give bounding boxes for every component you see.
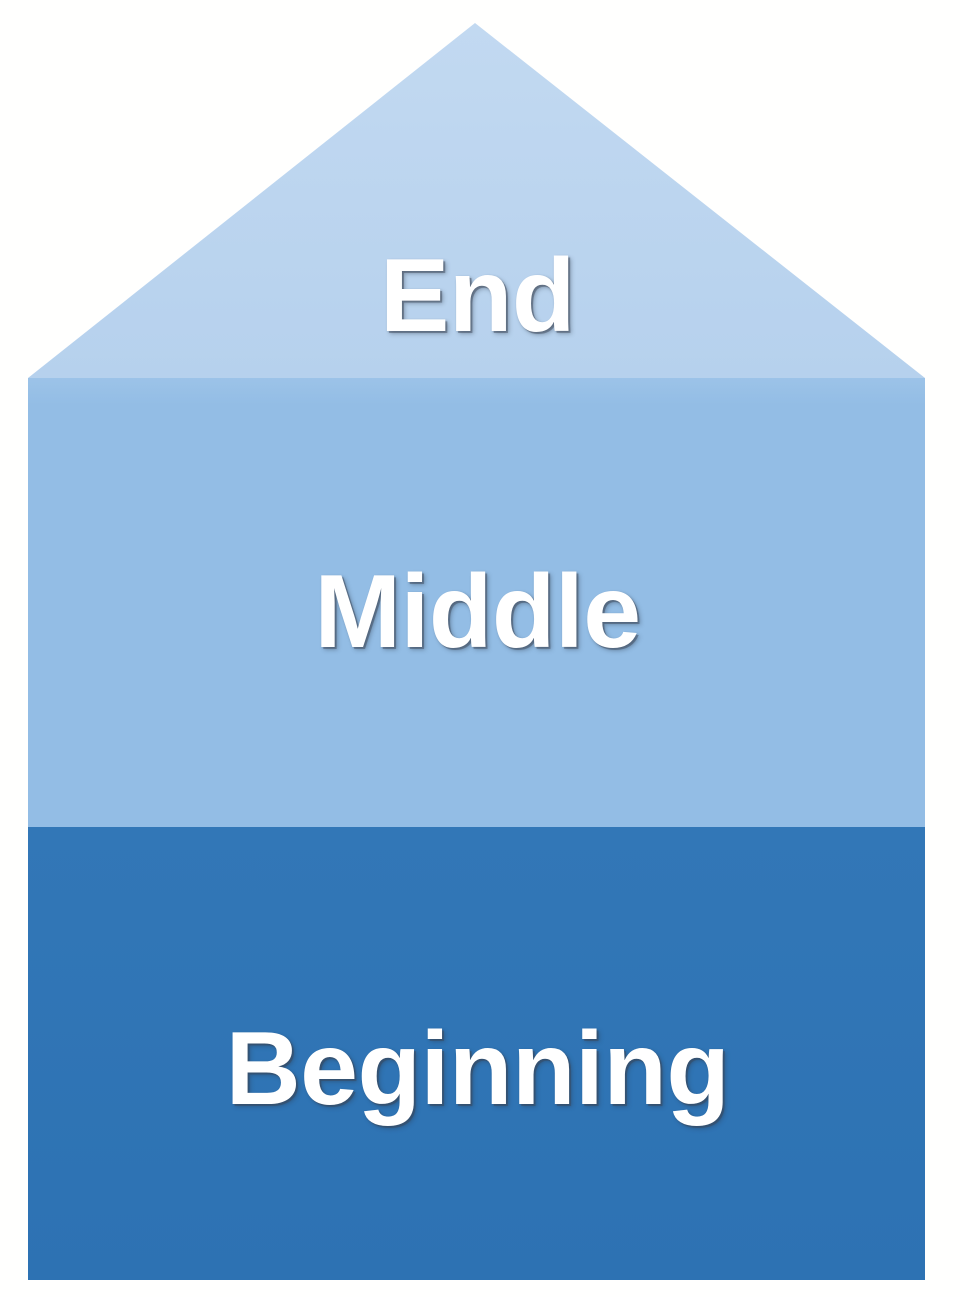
pyramid-level-middle[interactable] [28,378,925,827]
pyramid-label-middle: Middle [314,554,641,670]
pyramid-level-beginning[interactable] [28,827,925,1280]
pyramid-level-end[interactable] [28,23,925,378]
pyramid-label-end: End [380,238,575,354]
pyramid-label-beginning: Beginning [225,1011,730,1127]
